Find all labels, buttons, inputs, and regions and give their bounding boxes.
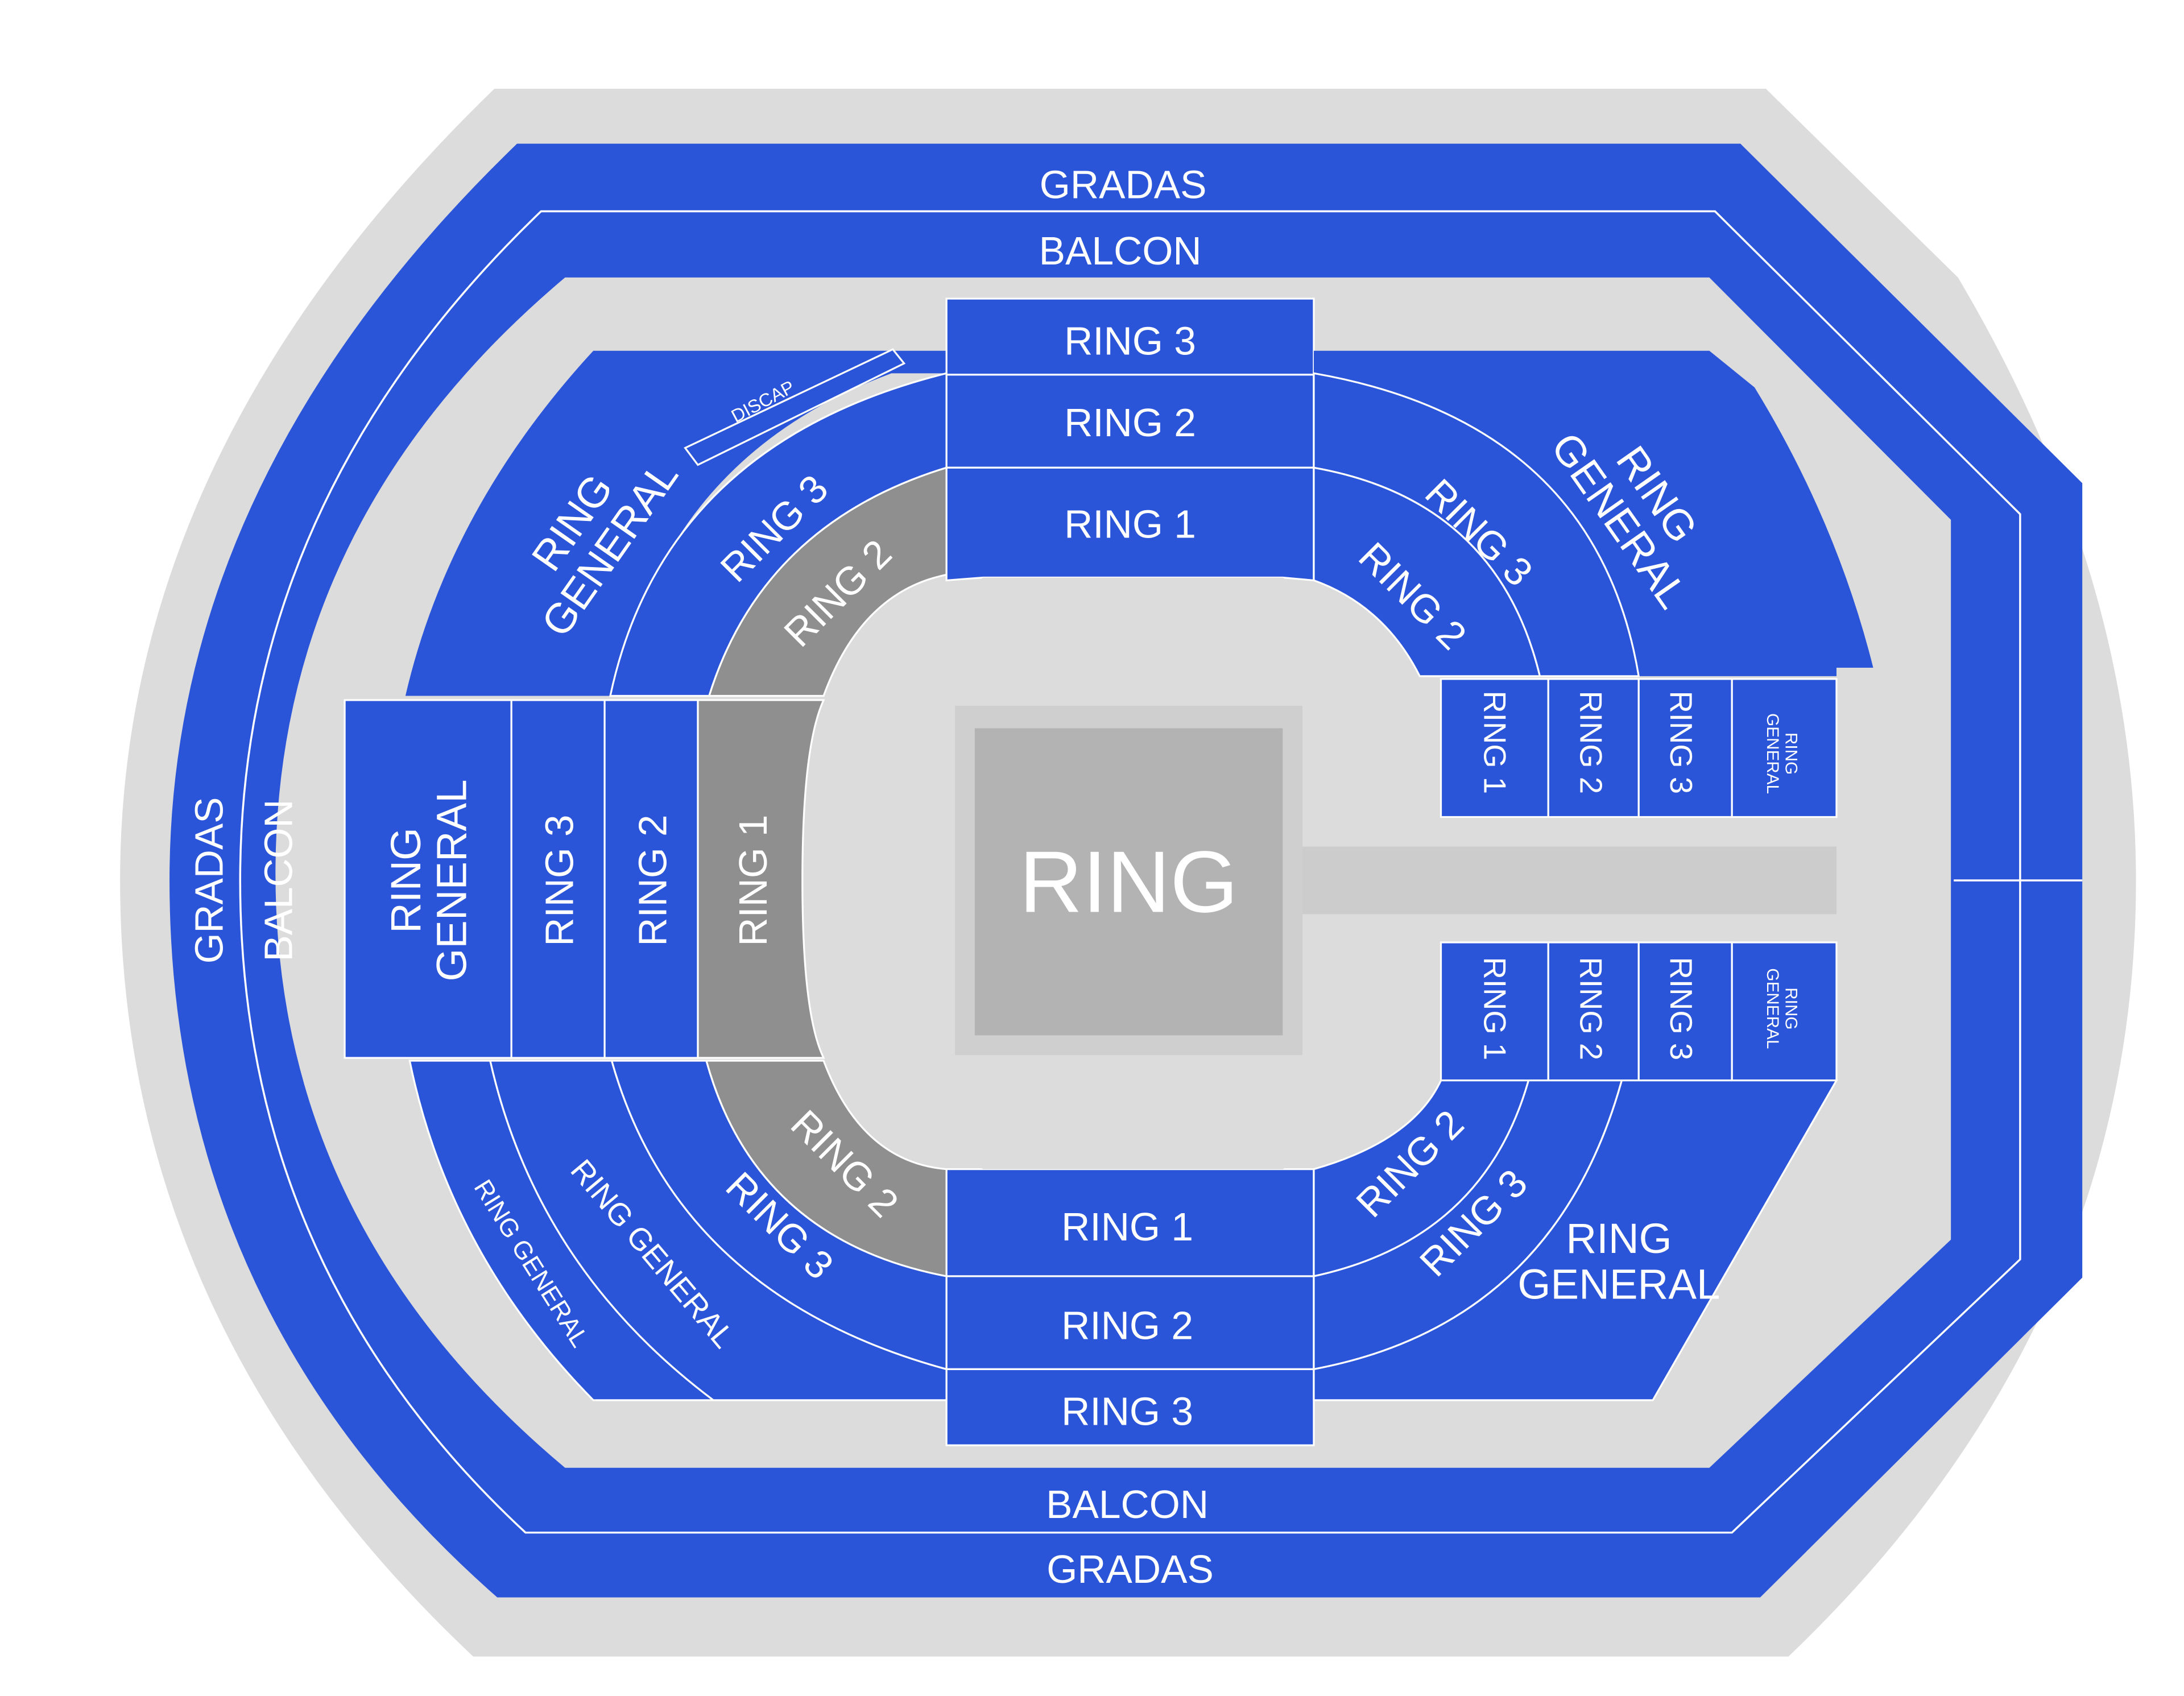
west-ring-1-label: RING 1 <box>731 814 775 946</box>
section-east-top-ring-1[interactable] <box>1440 678 1549 818</box>
north-ring-1-label: RING 1 <box>1064 502 1196 546</box>
north-ring-2-label: RING 2 <box>1064 400 1196 445</box>
west-ring-general-line-2: GENERAL <box>428 779 475 981</box>
east-top-ring-3-label: RING 3 <box>1664 690 1698 794</box>
section-east-top-ring-general[interactable] <box>1731 678 1838 818</box>
west-ring-general-line: RING <box>382 828 429 933</box>
gradas-bottom-label: GRADAS <box>1046 1547 1214 1591</box>
section-north-ring-3[interactable] <box>945 297 1315 376</box>
section-west-ring-3[interactable] <box>510 699 606 1059</box>
section-upper-left-ring-general[interactable] <box>405 350 947 696</box>
gradas-left-label: GRADAS <box>187 797 231 964</box>
section-east-bottom-ring-2[interactable] <box>1547 941 1640 1082</box>
east-bottom-ring-general-line-2: GENERAL <box>1764 968 1782 1049</box>
section-lower-left-ring-2[interactable] <box>705 1060 948 1277</box>
balcon-bottom-label: BALCON <box>1046 1482 1209 1527</box>
walkway <box>1271 846 1836 915</box>
section-east-bottom-ring-general[interactable] <box>1731 941 1838 1082</box>
section-east-top-ring-2[interactable] <box>1547 678 1640 818</box>
section-west-ring-general[interactable] <box>344 699 512 1059</box>
south-ring-3-label: RING 3 <box>1061 1389 1193 1434</box>
east-bottom-ring-general-label: RINGGENERAL <box>1764 968 1801 1049</box>
east-bottom-ring-general-line: RING <box>1782 987 1801 1029</box>
south-ring-1-label: RING 1 <box>1061 1205 1193 1249</box>
ring-mat[interactable] <box>974 728 1283 1036</box>
section-upper-right-ring-general[interactable] <box>1313 350 1873 676</box>
east-bottom-ring-2-label: RING 2 <box>1573 957 1608 1061</box>
east-bottom-ring-3-label: RING 3 <box>1664 957 1698 1061</box>
section-upper-right-ring-2[interactable] <box>1313 466 1541 677</box>
south-ring-2-label: RING 2 <box>1061 1304 1193 1348</box>
section-lower-right-ring-general[interactable] <box>1313 1079 1838 1401</box>
north-ring-3-label: RING 3 <box>1064 318 1196 363</box>
west-ring-2-label: RING 2 <box>630 814 675 946</box>
east-bottom-ring-1-label: RING 1 <box>1477 957 1512 1061</box>
east-top-ring-1-label: RING 1 <box>1477 690 1512 794</box>
balcon-left-label: BALCON <box>256 799 300 961</box>
east-top-ring-general-line-2: GENERAL <box>1764 713 1782 794</box>
section-north-ring-2[interactable] <box>945 374 1315 469</box>
gradas-top-label: GRADAS <box>1040 163 1207 207</box>
section-south-ring-2[interactable] <box>945 1275 1315 1371</box>
ring-label: RING <box>1019 833 1238 931</box>
west-ring-general-label: RINGGENERAL <box>382 779 475 981</box>
east-top-ring-general-label: RINGGENERAL <box>1764 713 1801 794</box>
section-east-bottom-ring-1[interactable] <box>1440 941 1549 1082</box>
section-west-ring-1[interactable] <box>697 699 825 1059</box>
lower-right-ring-general-line: RING <box>1566 1215 1672 1262</box>
section-upper-left-ring-2[interactable] <box>708 466 948 697</box>
section-east-top-ring-3[interactable] <box>1637 678 1733 818</box>
east-top-ring-2-label: RING 2 <box>1573 690 1608 794</box>
east-top-ring-general-line: RING <box>1782 733 1801 775</box>
west-ring-3-label: RING 3 <box>537 814 582 946</box>
section-west-ring-2[interactable] <box>603 699 699 1059</box>
balcon-top-label: BALCON <box>1039 229 1202 273</box>
lower-right-ring-general-line-2: GENERAL <box>1517 1260 1720 1308</box>
section-discap[interactable] <box>684 348 906 466</box>
section-east-bottom-ring-3[interactable] <box>1637 941 1733 1082</box>
section-south-ring-3[interactable] <box>945 1368 1315 1446</box>
